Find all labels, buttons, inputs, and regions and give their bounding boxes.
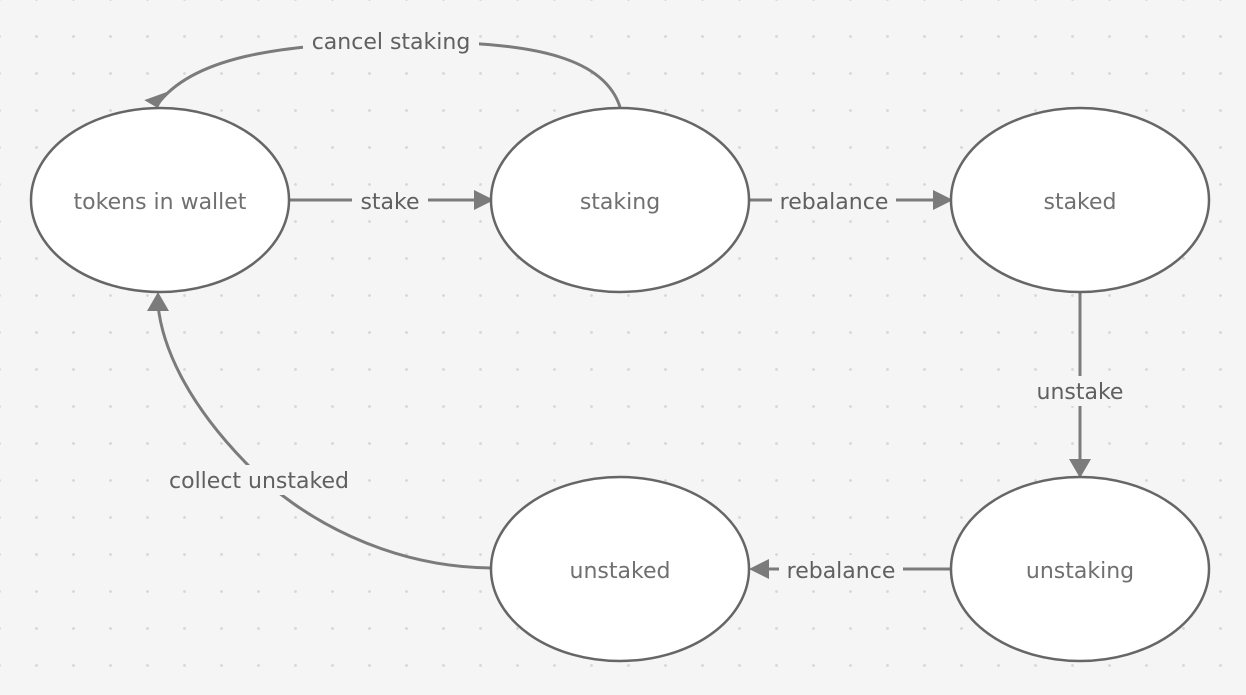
edge-label-unstake: unstake bbox=[1037, 380, 1124, 405]
node-label-unstaked: unstaked bbox=[570, 559, 671, 584]
arrowhead-cancel-staking bbox=[144, 91, 167, 109]
node-label-unstaking: unstaking bbox=[1026, 559, 1134, 584]
edge-collect-unstaked[interactable] bbox=[156, 304, 492, 570]
node-unstaking[interactable]: unstaking bbox=[949, 475, 1211, 663]
edge-label-rebalance-1: rebalance bbox=[780, 190, 889, 215]
node-tokens-in-wallet[interactable]: tokens in wallet bbox=[29, 106, 291, 294]
node-label-staked: staked bbox=[1043, 190, 1116, 215]
node-unstaked[interactable]: unstaked bbox=[489, 475, 751, 663]
arrowhead-rebalance-2 bbox=[749, 559, 769, 579]
arrowhead-collect-unstaked bbox=[147, 292, 169, 311]
edge-labels: cancel staking stake rebalance unstake r… bbox=[160, 26, 1130, 585]
edge-label-collect-unstaked: collect unstaked bbox=[169, 469, 349, 494]
arrowhead-rebalance-1 bbox=[933, 190, 953, 210]
arrowhead-stake bbox=[474, 190, 494, 210]
node-label-tokens-in-wallet: tokens in wallet bbox=[74, 190, 247, 215]
edge-label-rebalance-2: rebalance bbox=[787, 559, 896, 584]
arrowhead-unstake bbox=[1069, 459, 1091, 478]
node-staked[interactable]: staked bbox=[949, 106, 1211, 294]
edge-label-stake: stake bbox=[360, 190, 419, 215]
edge-label-cancel-staking: cancel staking bbox=[312, 30, 471, 55]
nodes: tokens in wallet staking staked unstakin… bbox=[29, 106, 1211, 663]
node-label-staking: staking bbox=[580, 190, 660, 215]
node-staking[interactable]: staking bbox=[489, 106, 751, 294]
